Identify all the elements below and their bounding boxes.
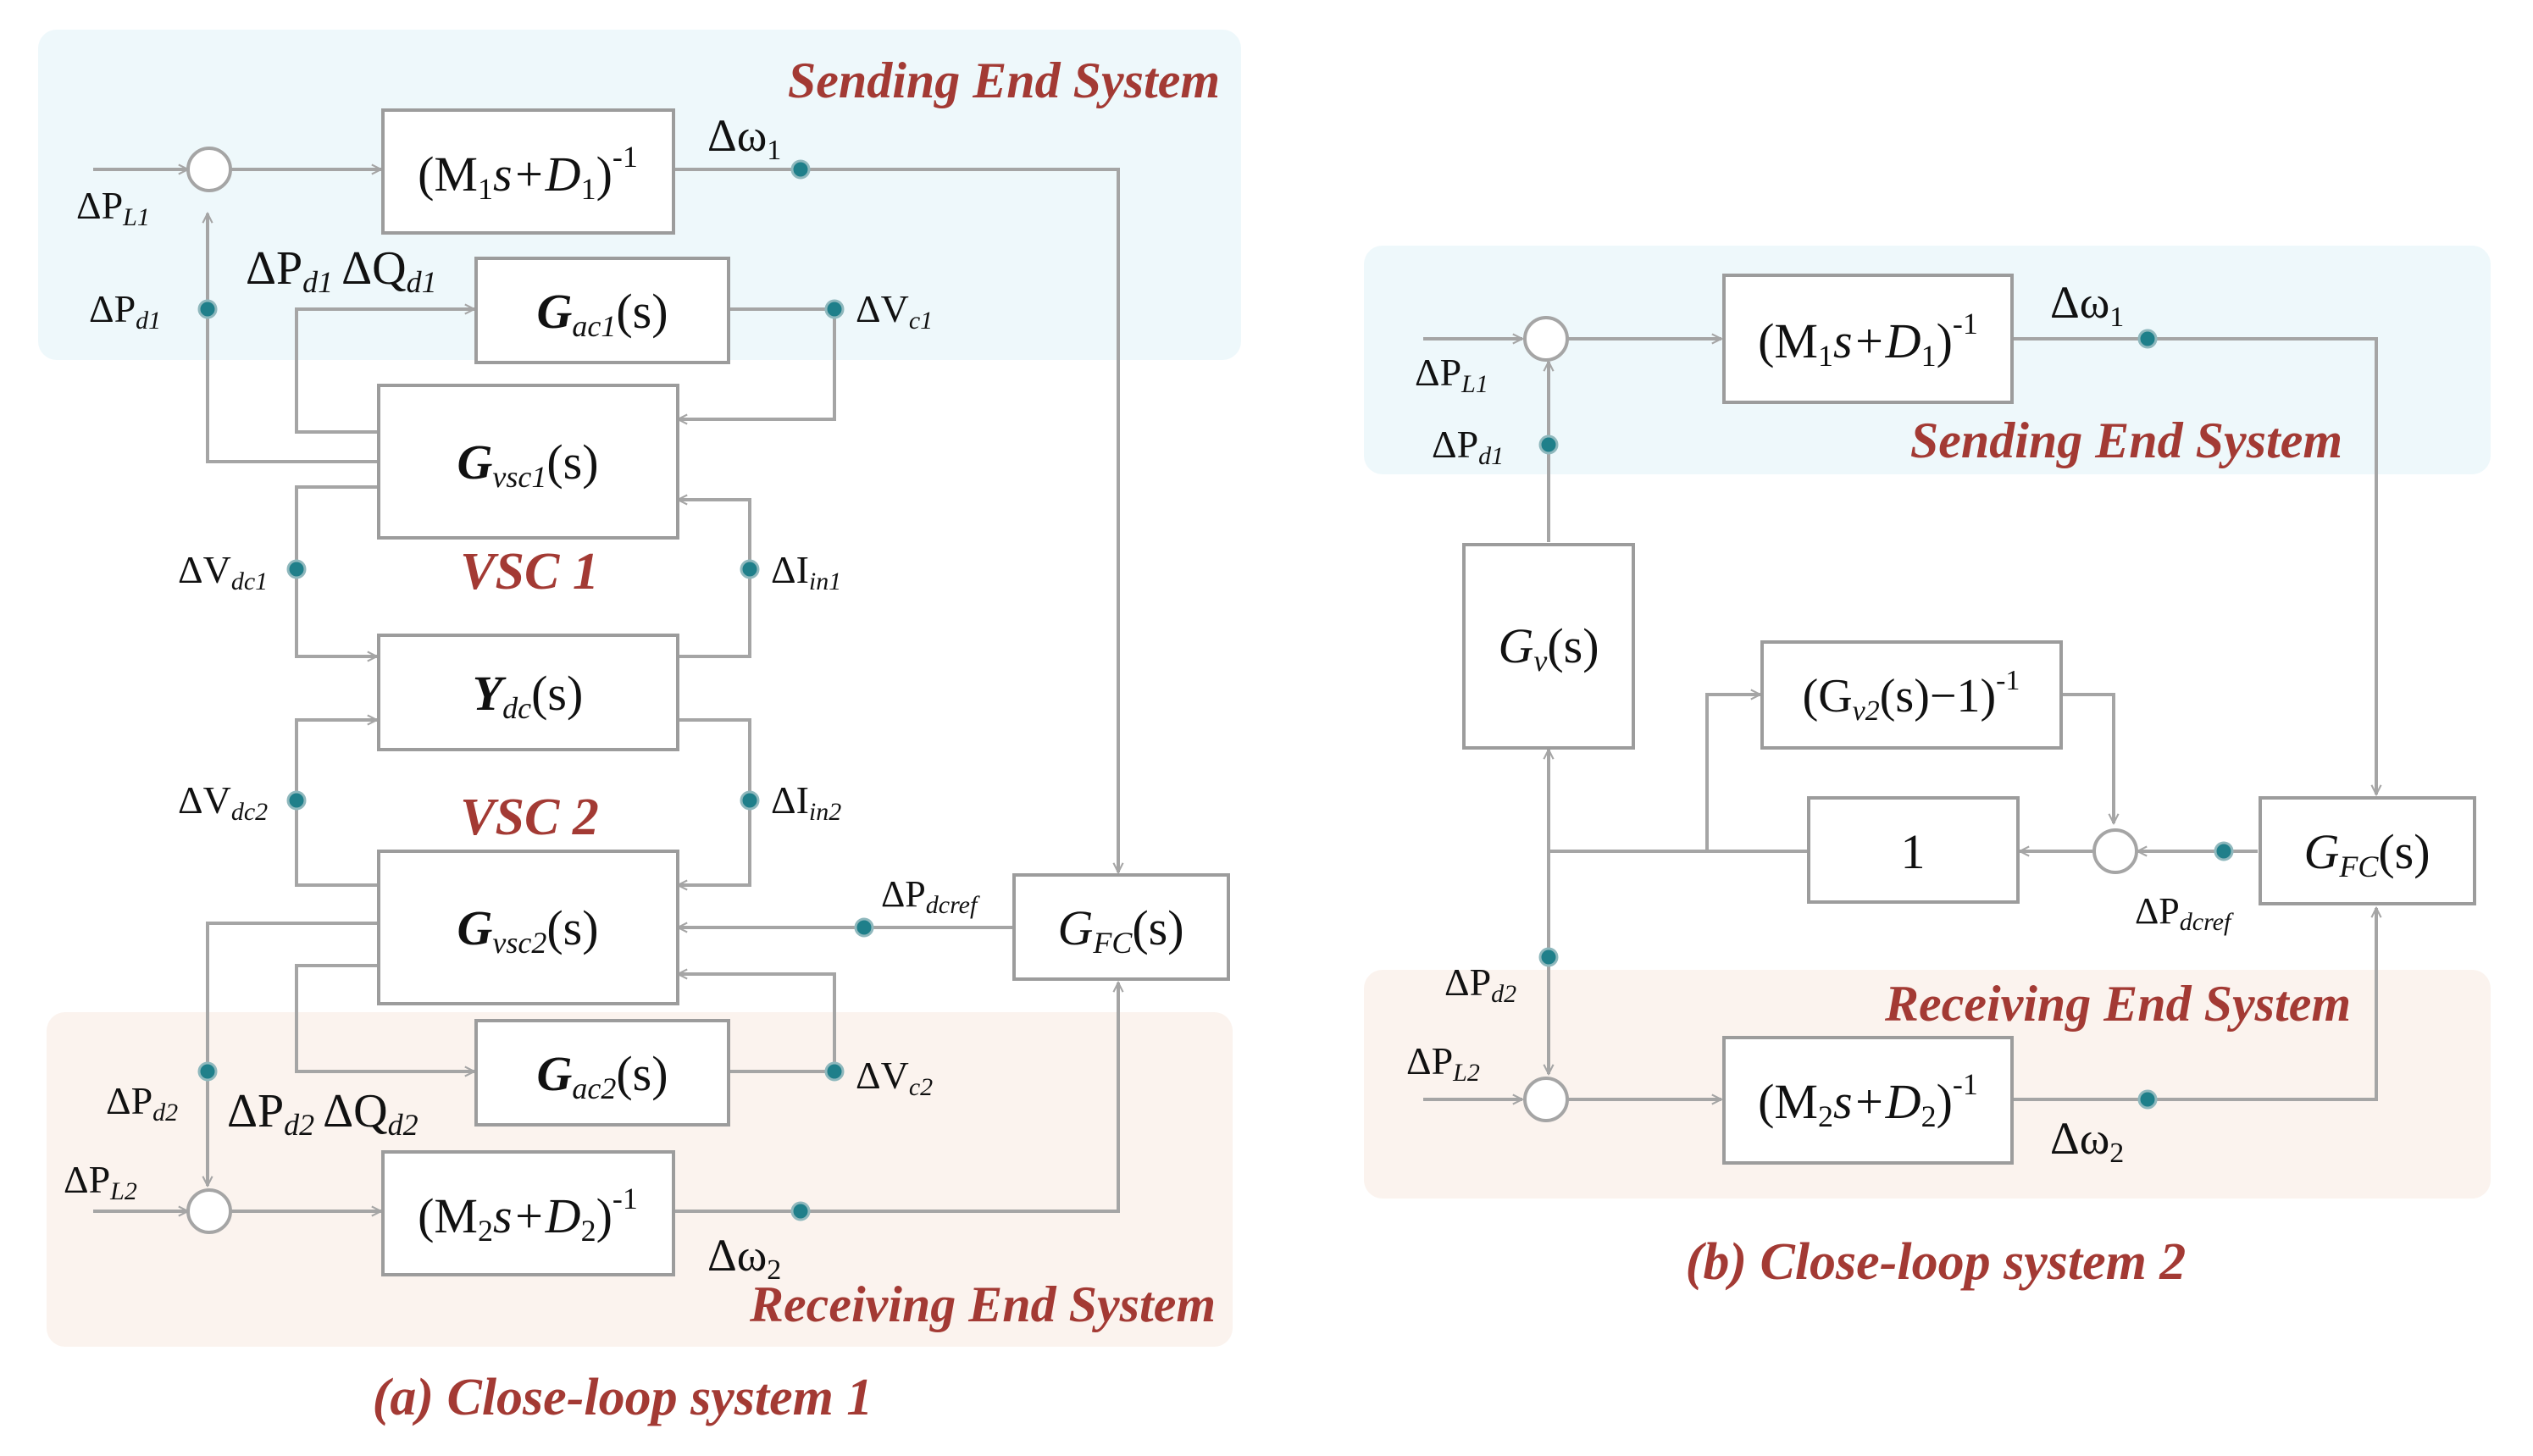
- label-dPdcref-b: ΔPdcref: [2135, 890, 2234, 936]
- label-dw2-b: Δω2: [2050, 1113, 2124, 1169]
- block-gvsc2: [377, 850, 679, 1005]
- label-dVdc1: ΔVdc1: [178, 548, 268, 595]
- label-dw2-a: Δω2: [707, 1230, 781, 1286]
- vsc2-label: VSC 2: [460, 789, 599, 846]
- vsc1-label: VSC 1: [460, 543, 599, 601]
- block-unity: [1807, 796, 2020, 904]
- block-gv: [1462, 543, 1635, 750]
- svg-text:(M1s+D1)-1: (M1s+D1)-1: [1758, 307, 1978, 373]
- block-gfc-b: [2259, 796, 2476, 905]
- label-dPL2-a: ΔPL2: [64, 1158, 137, 1205]
- panel-a-wires: [93, 169, 1118, 1211]
- svg-text:Gvsc1(s): Gvsc1(s): [457, 435, 598, 494]
- svg-text:Gac1(s): Gac1(s): [536, 284, 668, 343]
- label-dw1-b: Δω1: [2050, 277, 2124, 333]
- label-dIin2: ΔIin2: [771, 778, 841, 826]
- label-dVc2: ΔVc2: [856, 1054, 933, 1101]
- label-dVdc2: ΔVdc2: [178, 778, 268, 826]
- svg-text:GFC(s): GFC(s): [2303, 824, 2430, 883]
- label-dPd2-a: ΔPd2: [106, 1079, 178, 1127]
- label-dPd1-a: ΔPd1: [89, 287, 161, 335]
- label-dPL2-b: ΔPL2: [1406, 1039, 1480, 1087]
- panel-b-receiving-title: Receiving End System: [1884, 976, 2351, 1032]
- label-dw1-a: Δω1: [707, 110, 781, 166]
- block-gvsc1: [377, 384, 679, 540]
- label-dPL1-b: ΔPL1: [1415, 351, 1488, 398]
- svg-text:(Gv2(s)−1)-1: (Gv2(s)−1)-1: [1803, 665, 2020, 727]
- block-m2-d2-b: [1722, 1036, 2014, 1165]
- panel-b-sum-junction-3: [1523, 1077, 1569, 1122]
- block-gfc-a: [1012, 873, 1230, 981]
- block-gac2: [474, 1019, 730, 1127]
- block-gac1: [474, 257, 730, 364]
- svg-text:(M2s+D2)-1: (M2s+D2)-1: [1758, 1067, 1978, 1133]
- panel-a: Sending End System Receiving End System …: [38, 30, 1241, 1426]
- panel-b-sum-junction-1: [1523, 316, 1569, 362]
- panel-b-sending-title: Sending End System: [1910, 412, 2342, 468]
- panel-b-sum-junction-2: [2092, 828, 2138, 874]
- panel-b-signal-dots: [1538, 329, 2234, 1110]
- svg-text:Ydc(s): Ydc(s): [473, 666, 584, 725]
- svg-text:Gv(s): Gv(s): [1498, 618, 1599, 678]
- panel-b-wires: [1423, 339, 2376, 1099]
- block-m1-d1: [381, 108, 675, 235]
- block-unity-label: 1: [1901, 824, 1926, 879]
- svg-text:Gvsc2(s): Gvsc2(s): [457, 900, 598, 960]
- block-ydc: [377, 634, 679, 751]
- panel-a-receiving-title: Receiving End System: [749, 1276, 1216, 1332]
- panel-a-sum-junction-1: [186, 147, 232, 192]
- label-dPd2-b: ΔPd2: [1444, 961, 1516, 1008]
- panel-b: Sending End System Receiving End System …: [1364, 246, 2491, 1291]
- block-m2-d2: [381, 1150, 675, 1276]
- block-gv2-inverse: [1760, 640, 2063, 750]
- panel-b-caption: (b) Close-loop system 2: [1686, 1233, 2187, 1291]
- panel-a-sending-title: Sending End System: [788, 53, 1220, 108]
- panel-a-sum-junction-2: [186, 1188, 232, 1234]
- svg-text:(M2s+D2)-1: (M2s+D2)-1: [418, 1182, 638, 1248]
- label-dPd1-b: ΔPd1: [1432, 423, 1504, 470]
- panel-a-caption: (a) Close-loop system 1: [373, 1369, 873, 1426]
- label-dPdcref-a: ΔPdcref: [881, 873, 980, 919]
- label-dVc1: ΔVc1: [856, 287, 933, 335]
- panel-a-signal-dots: [197, 159, 874, 1221]
- svg-text:GFC(s): GFC(s): [1057, 900, 1183, 960]
- svg-text:(M1s+D1)-1: (M1s+D1)-1: [418, 140, 638, 206]
- block-m1-d1-b: [1722, 274, 2014, 404]
- label-dPL1-a: ΔPL1: [76, 184, 150, 231]
- label-dIin1: ΔIin1: [771, 548, 841, 595]
- svg-text:Gac2(s): Gac2(s): [536, 1046, 668, 1105]
